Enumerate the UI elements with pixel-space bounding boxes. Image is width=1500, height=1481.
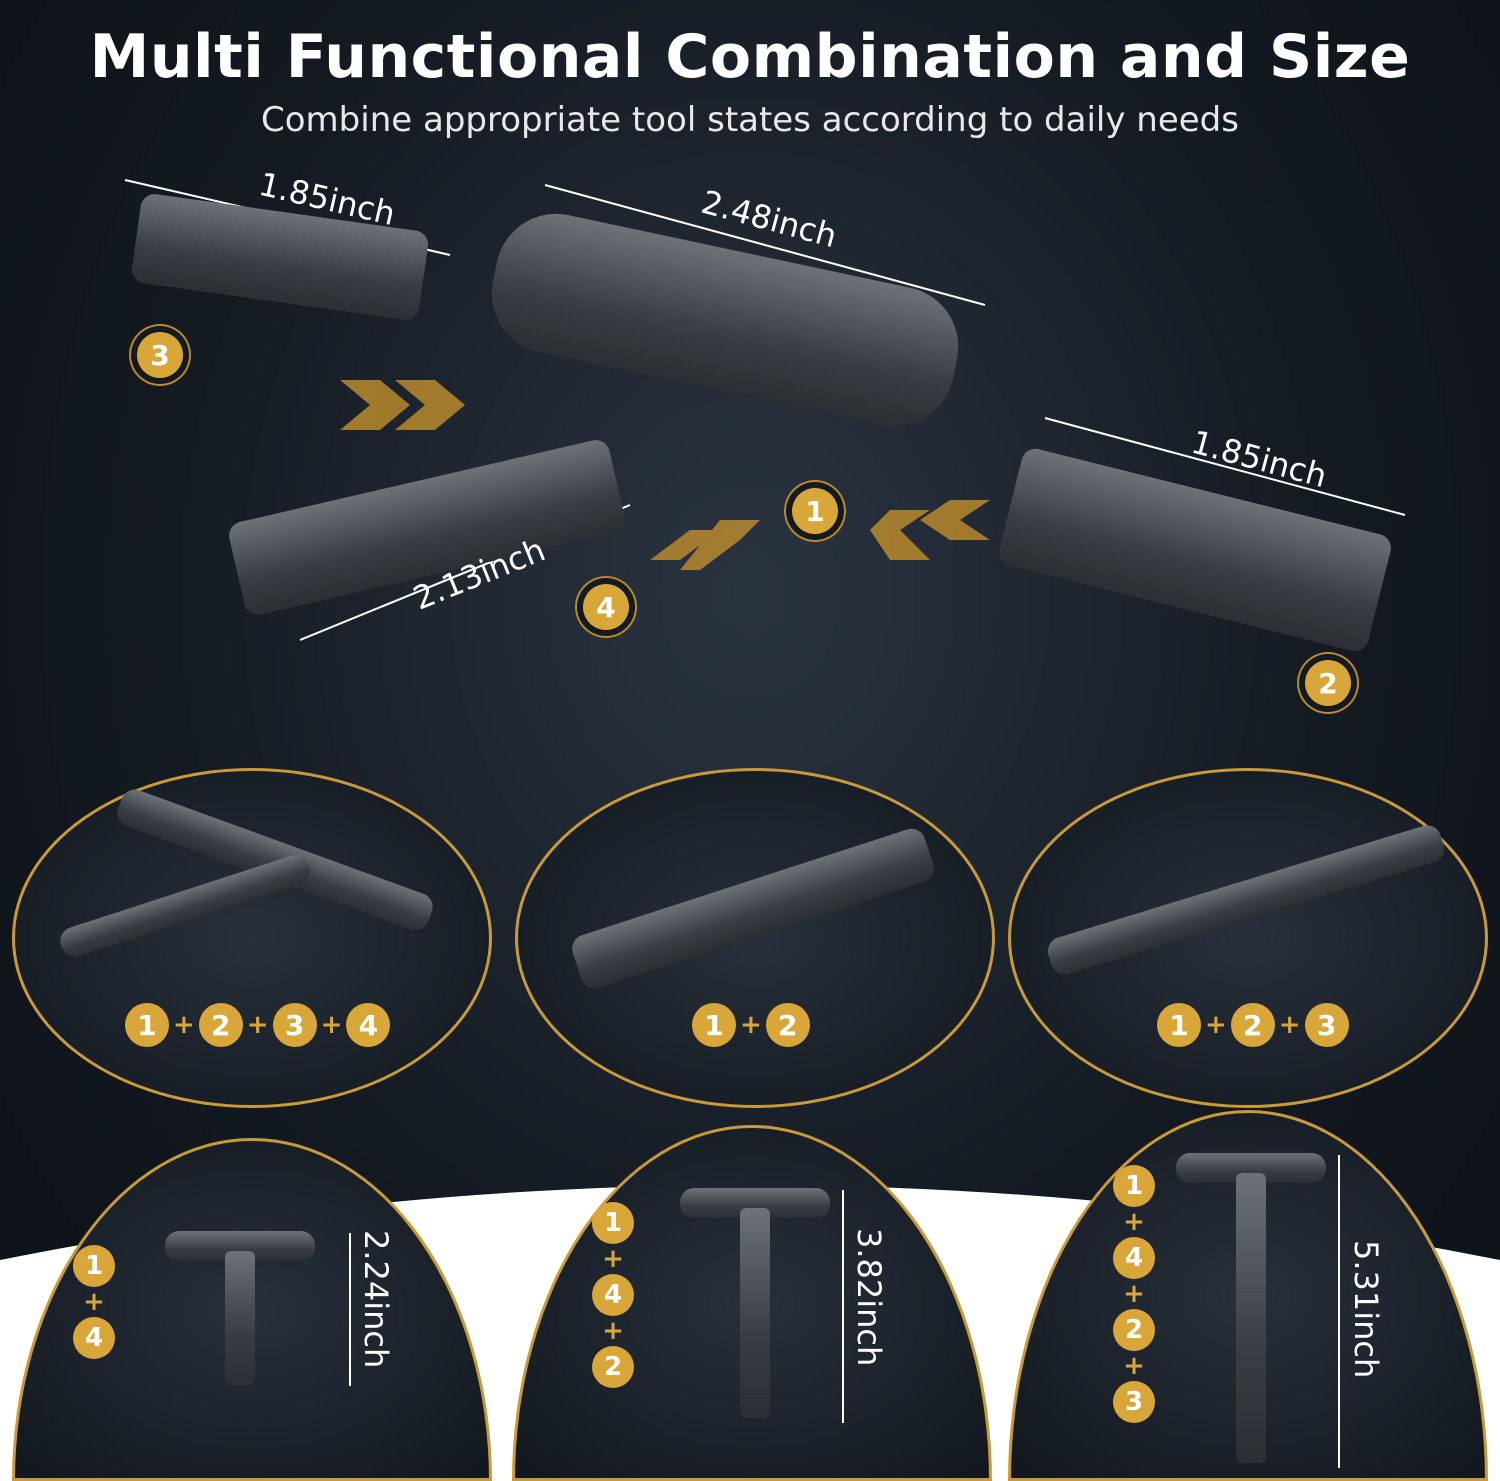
part-badge-3: 3 [137,332,183,378]
part-badge: 2 [198,1003,243,1047]
combo-formula-123: 1+ 2+ 3 [1157,1003,1349,1047]
page-subtitle: Combine appropriate tool states accordin… [261,100,1239,140]
plus-sign: + [602,1316,624,1346]
size-formula-14: 1+ 4 [73,1245,115,1359]
part-badge: 1 [592,1202,634,1244]
part-badge: 2 [765,1003,810,1047]
height-label: 2.24inch [357,1230,395,1369]
page-title: Multi Functional Combination and Size [89,22,1411,92]
part-badge: 3 [1113,1381,1155,1423]
part-badge: 4 [1113,1237,1155,1279]
part-badge: 4 [592,1274,634,1316]
plus-sign: + [740,1010,762,1040]
plus-sign: + [1123,1351,1145,1381]
part-badge: 2 [592,1346,634,1388]
part-badge: 1 [1113,1165,1155,1207]
part-badge: 3 [272,1003,317,1047]
combo-formula-12: 1+ 2 [692,1003,810,1047]
plus-sign: + [173,1010,195,1040]
part-badge-2: 2 [1305,660,1351,706]
combo-panel-1234 [12,768,492,1108]
part-badge: 1 [692,1003,736,1047]
plus-sign: + [1123,1279,1145,1309]
chevron-arrows [340,380,990,570]
part-badge: 2 [1230,1003,1275,1047]
part-badge-1: 1 [792,488,838,534]
part-badge: 4 [346,1003,391,1047]
part-badge: 1 [73,1245,115,1287]
part-badge: 4 [73,1317,115,1359]
size-formula-142: 1+ 4+ 2 [592,1202,634,1388]
part-badge-4: 4 [583,584,629,630]
dim-arrow-part2 [1044,417,1406,516]
plus-sign: + [1123,1207,1145,1237]
part-badge: 2 [1113,1309,1155,1351]
plus-sign: + [320,1010,343,1040]
plus-sign: + [602,1244,624,1274]
plus-sign: + [1278,1010,1301,1040]
part-badge: 1 [1157,1003,1201,1047]
dim-arrow-part1 [544,184,986,306]
height-label: 5.31inch [1347,1240,1385,1379]
combo-formula-1234: 1+ 2+ 3+ 4 [125,1003,391,1047]
combo-panel-12 [515,768,995,1108]
plus-sign: + [246,1010,269,1040]
part-badge: 3 [1304,1003,1349,1047]
plus-sign: + [83,1287,105,1317]
combo-panel-123 [1008,768,1488,1108]
part-badge: 1 [125,1003,169,1047]
size-formula-1423: 1+ 4+ 2+ 3 [1113,1165,1155,1423]
dimension-arrows [124,179,1406,641]
plus-sign: + [1205,1010,1227,1040]
height-label: 3.82inch [850,1228,888,1367]
